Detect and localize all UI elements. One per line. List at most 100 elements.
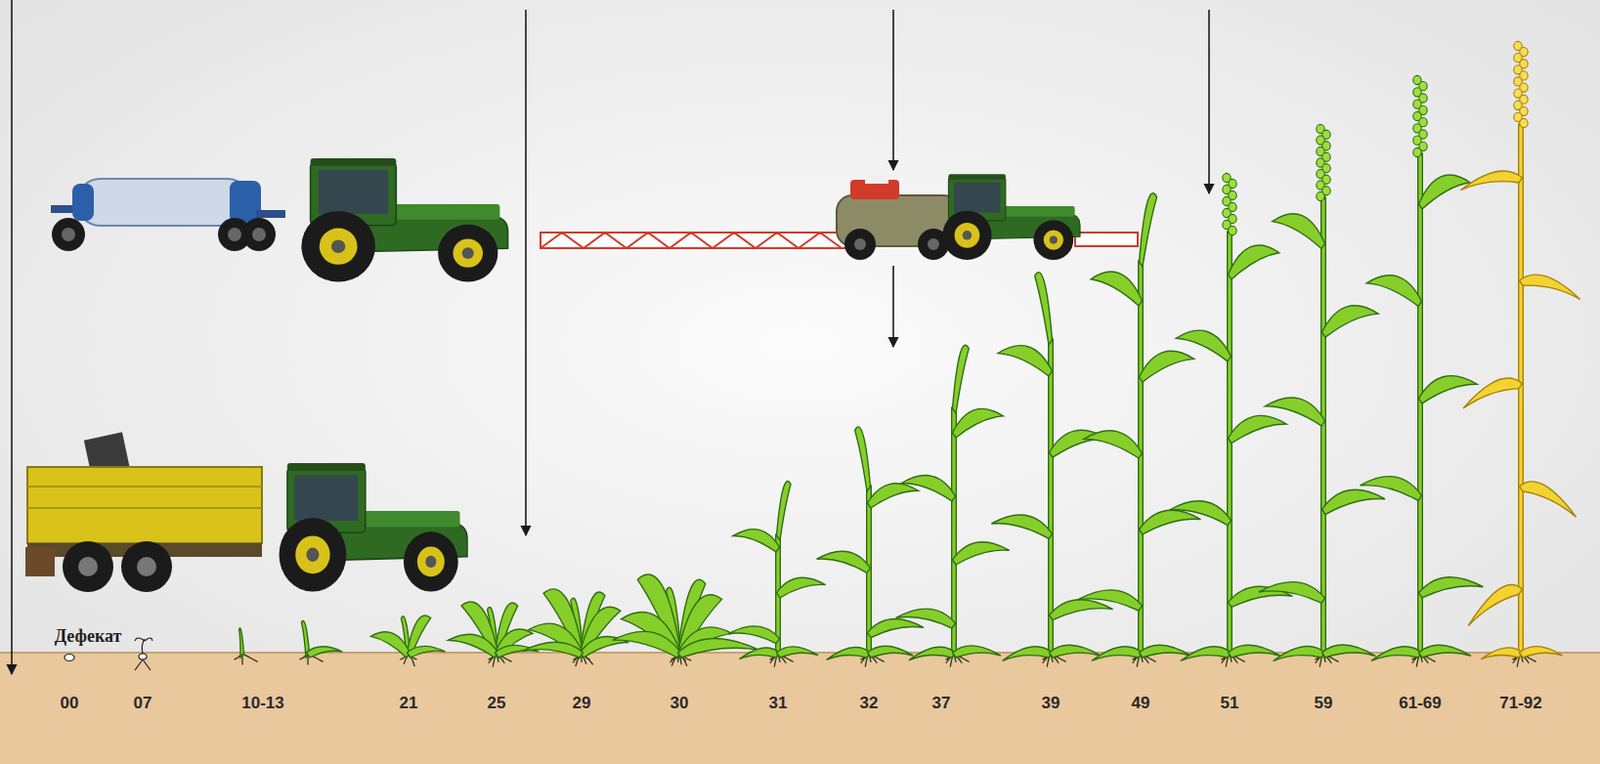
stage-number: 32 xyxy=(860,694,879,714)
plant-leaf xyxy=(855,427,871,492)
plant-leaf xyxy=(448,634,499,658)
wheat-ear xyxy=(1228,225,1237,235)
plant-leaf xyxy=(1519,481,1577,518)
plant-leaf xyxy=(1419,174,1471,210)
wheat-ear xyxy=(1413,147,1422,157)
plant-leaf xyxy=(1139,350,1195,383)
plant-leaf xyxy=(817,551,871,573)
plant-leaf xyxy=(407,646,446,658)
plant-leaf xyxy=(1480,648,1522,660)
plant-leaf xyxy=(952,542,1010,565)
plant-leaf xyxy=(612,631,682,658)
wheat-plant xyxy=(817,427,924,668)
plant-leaf xyxy=(1175,330,1231,362)
wheat-plant xyxy=(1460,41,1580,667)
plant-leaf xyxy=(997,345,1052,377)
stage-number: 71-92 xyxy=(1499,694,1542,714)
tractor xyxy=(301,158,508,282)
plant-root xyxy=(242,653,259,662)
field-sprayer xyxy=(540,173,1138,260)
plant-leaf xyxy=(1322,489,1386,515)
plant-leaf xyxy=(1322,305,1380,338)
germinating-seed xyxy=(134,638,153,671)
stage-number: 51 xyxy=(1220,694,1240,714)
plant-leaf xyxy=(1078,590,1143,611)
wheat-plant xyxy=(370,615,445,667)
plant-leaf xyxy=(1519,647,1563,658)
plant-leaf xyxy=(952,646,1001,658)
plant-leaf xyxy=(1519,274,1581,300)
tractor xyxy=(279,463,469,593)
plant-leaf xyxy=(867,619,924,639)
plant-leaf xyxy=(908,647,956,661)
plant-leaf xyxy=(1228,415,1288,443)
material-label: Дефекат xyxy=(54,627,123,648)
plant-leaf xyxy=(739,648,780,660)
stage-number: 00 xyxy=(60,694,80,714)
plant-leaf xyxy=(1002,647,1053,662)
wheat-plant xyxy=(448,602,540,667)
plant-stem xyxy=(951,408,957,653)
plant-leaf xyxy=(826,648,871,661)
plant-leaf xyxy=(306,647,344,658)
plant-leaf xyxy=(239,628,245,658)
plant-leaf xyxy=(1228,245,1280,280)
plant-leaf xyxy=(1419,645,1472,658)
wheat-ear xyxy=(1316,191,1325,201)
stage-number: 10-13 xyxy=(241,694,284,714)
tank-trailer xyxy=(50,178,286,252)
plant-leaf xyxy=(1468,585,1522,627)
plant-leaf xyxy=(1139,510,1202,535)
stage-number: 61-69 xyxy=(1398,694,1441,714)
seed xyxy=(64,654,75,662)
wheat-plant xyxy=(1258,124,1385,667)
ground xyxy=(0,652,1600,764)
stage-number: 39 xyxy=(1041,694,1061,714)
plant-leaf xyxy=(1090,271,1142,306)
stage-number: 59 xyxy=(1314,694,1334,714)
wheat-plant xyxy=(1078,193,1202,668)
plant-leaf xyxy=(1419,577,1484,599)
plant-leaf xyxy=(1371,647,1422,662)
plant-leaf xyxy=(733,529,779,553)
plant-leaf xyxy=(777,481,792,541)
wheat-ear xyxy=(1519,118,1528,128)
plant-leaf xyxy=(1228,645,1282,658)
plant-leaf xyxy=(1035,272,1053,346)
plant-leaf xyxy=(777,647,820,658)
wheat-plant xyxy=(1169,172,1294,667)
plant-leaf xyxy=(991,515,1052,539)
stage-number: 31 xyxy=(769,694,788,714)
plant-leaf xyxy=(1419,376,1478,404)
wheat-plant xyxy=(612,574,761,667)
stage-number: 21 xyxy=(399,694,419,714)
stage-number: 29 xyxy=(572,694,592,714)
plant-leaf xyxy=(1322,645,1377,658)
application-arrows xyxy=(11,0,1210,675)
plant-leaf xyxy=(1049,600,1114,621)
wheat-plant xyxy=(991,272,1113,668)
plant-leaf xyxy=(1091,647,1142,662)
wheat-plant xyxy=(896,345,1010,667)
plant-leaf xyxy=(1139,193,1158,267)
plant-leaf xyxy=(1366,275,1422,307)
stage-number: 49 xyxy=(1131,694,1151,714)
plant-leaf xyxy=(867,483,919,509)
plant-leaf xyxy=(896,608,956,629)
plant-leaf xyxy=(728,626,779,645)
wheat-plant xyxy=(233,628,258,666)
wheat-plant xyxy=(299,620,343,665)
plant-leaf xyxy=(521,642,583,658)
manure-spreader xyxy=(25,432,262,593)
stage-number: 07 xyxy=(133,694,153,714)
plant-leaf xyxy=(1258,582,1326,605)
plant-leaf xyxy=(1169,501,1232,526)
plant-leaf xyxy=(952,408,1004,438)
plant-leaf xyxy=(1272,214,1326,250)
tractor xyxy=(942,173,1081,260)
plant-stem xyxy=(1047,340,1054,653)
plant-leaf xyxy=(1273,647,1326,662)
plant-leaf xyxy=(1360,476,1423,502)
wheat-plant xyxy=(1360,75,1484,667)
